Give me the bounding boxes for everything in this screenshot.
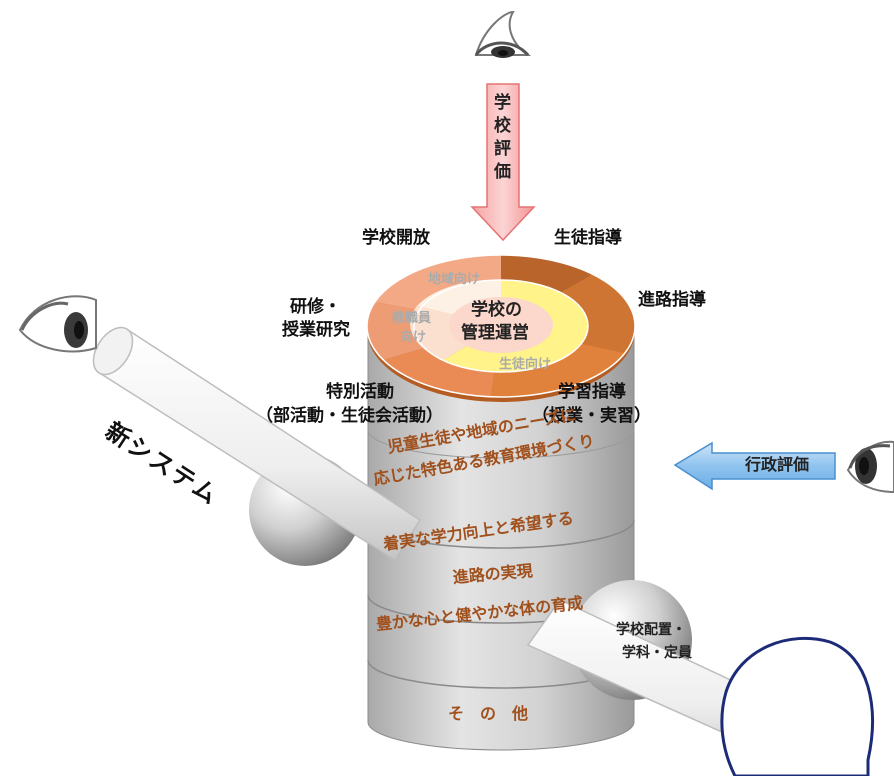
- top-arrow-label: 学校評価: [494, 93, 511, 182]
- left-tube-end: [92, 326, 134, 376]
- label-special-2: （部活動・生徒会活動）: [256, 406, 443, 426]
- right-arrow-shape: [673, 441, 836, 491]
- center-label-1: 学校の: [471, 300, 522, 320]
- eye-icon-top: [474, 10, 532, 58]
- center-disc: [449, 297, 553, 353]
- label-student-guidance: 生徒指導: [554, 228, 622, 248]
- inner-label-staff-2: 向け: [400, 330, 427, 345]
- inner-label-students: 生徒向け: [499, 357, 552, 372]
- label-training-1: 研修・: [290, 297, 341, 317]
- right-arrow: [673, 441, 836, 491]
- ring-diagram: [366, 254, 636, 402]
- ring-separators: [366, 254, 636, 398]
- top-arrow-shape: [470, 83, 536, 242]
- label-school-opening: 学校開放: [362, 228, 430, 248]
- inner-label-community: 地域向け: [428, 272, 481, 287]
- center-label-2: 管理運営: [461, 323, 529, 343]
- layer4-label: そ の 他: [448, 704, 529, 723]
- magnifier-lens: [720, 636, 874, 776]
- right-arrow-label: 行政評価: [745, 455, 810, 474]
- label-training-2: 授業研究: [282, 320, 350, 340]
- eye-icon-right: [846, 440, 894, 494]
- label-learning-1: 学習指導: [558, 382, 626, 402]
- inner-label-staff-1: 教職員: [392, 311, 432, 326]
- layer-divider-top: [367, 429, 635, 459]
- top-arrow: [470, 83, 536, 242]
- label-special-1: 特別活動: [326, 382, 394, 402]
- left-tube: [92, 326, 422, 562]
- bottom-tube-label-1: 学校配置・: [616, 622, 686, 638]
- bottom-tube-label-2: 学科・定員: [622, 645, 692, 661]
- label-learning-2: （授業・実習）: [532, 406, 651, 426]
- label-career-guidance: 進路指導: [638, 290, 706, 310]
- eye-icon-left: [18, 295, 97, 353]
